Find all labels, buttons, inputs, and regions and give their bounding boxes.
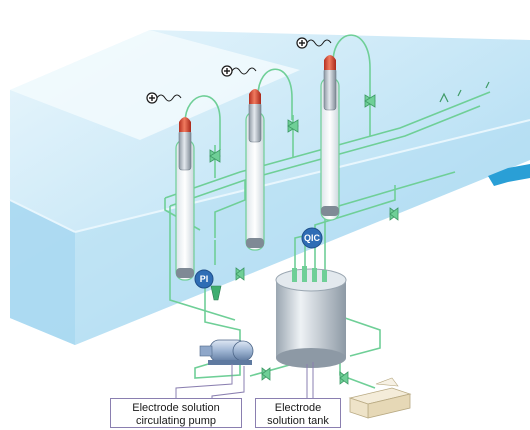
tank-callout-line-1: Electrode [260,402,336,415]
tank-callout: Electrode solution tank [255,398,341,428]
pump-callout-line-2: circulating pump [115,415,237,428]
tank-callout-line-2: solution tank [260,415,336,428]
pump-callout-line-1: Electrode solution [115,402,237,415]
plus-symbol-icon [147,93,157,103]
water-basin [10,30,530,345]
electrode-solution-tank [276,266,346,368]
pi-instrument-tag: PI [195,270,213,288]
pump-callout: Electrode solution circulating pump [110,398,242,428]
electrode-assembly-1 [176,117,194,280]
qic-tag-label: QIC [304,233,321,243]
electrode-assembly-2 [246,89,264,250]
plus-symbol-icon [222,66,232,76]
pi-tag-label: PI [200,274,209,284]
plus-symbol-icon [297,38,307,48]
electrode-assembly-3 [321,55,339,220]
filter-element [211,286,221,300]
drain-box [350,378,410,418]
qic-instrument-tag: QIC [302,228,322,248]
circulating-pump [200,340,253,365]
